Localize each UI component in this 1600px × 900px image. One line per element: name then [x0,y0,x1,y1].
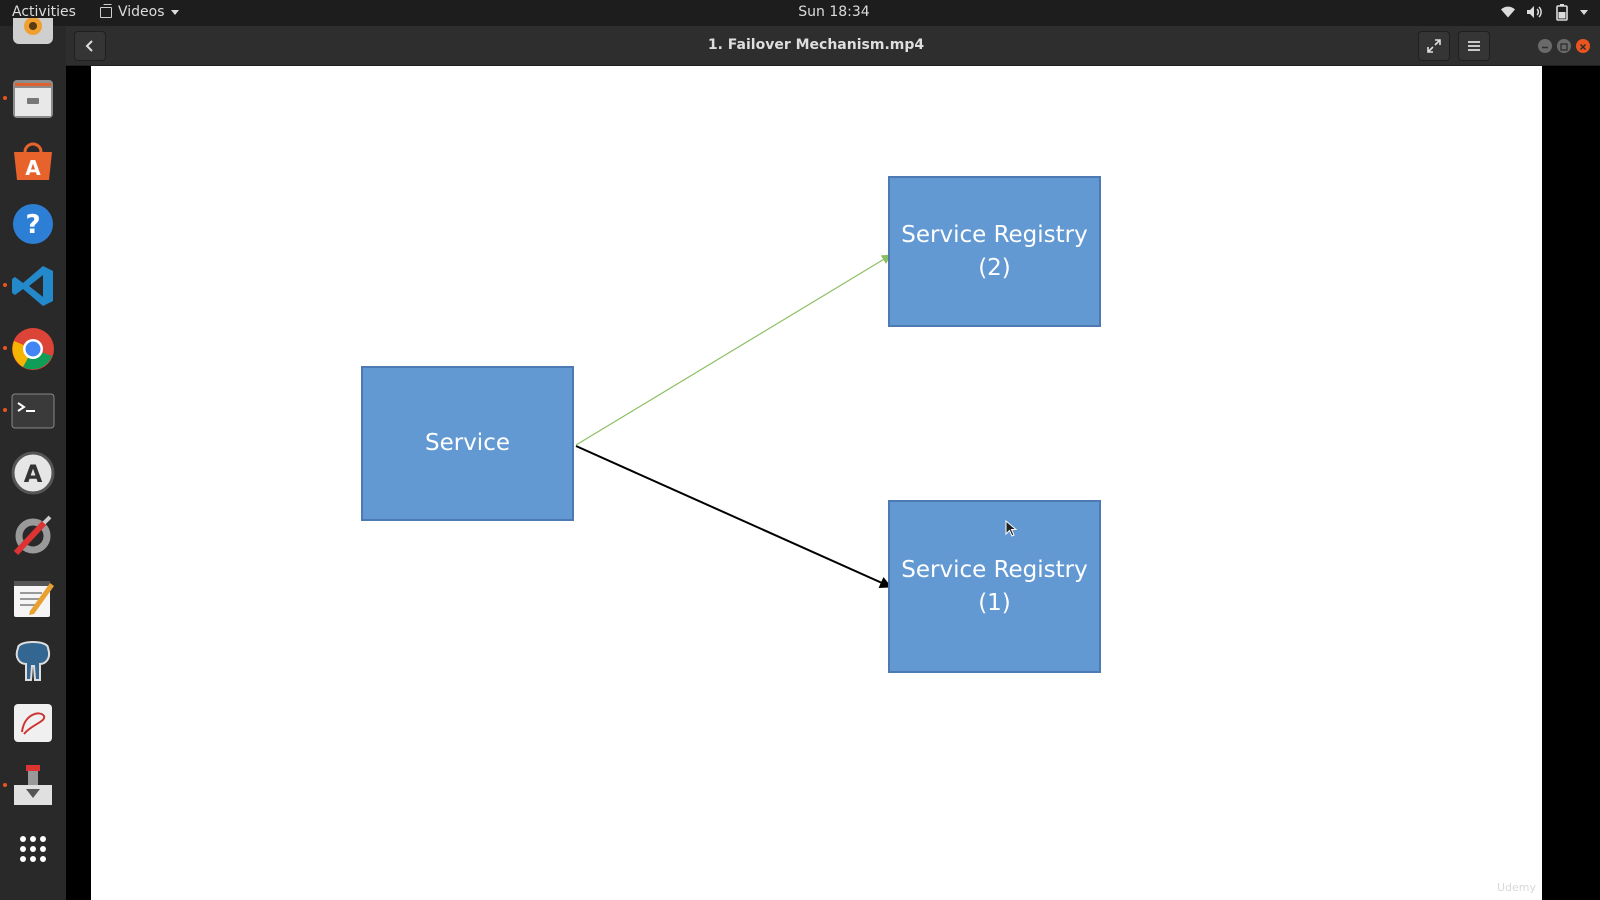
svg-text:A: A [24,460,43,488]
dock-item-document-viewer[interactable] [10,700,56,746]
dock-item-software-updater[interactable]: A [10,450,56,496]
clock[interactable]: Sun 18:34 [798,4,870,20]
svg-text:?: ? [25,210,40,240]
fullscreen-button[interactable] [1418,31,1450,61]
udemy-watermark: Udemy [1496,881,1536,894]
system-tray[interactable] [1500,3,1588,21]
service-box: Service [361,366,574,521]
ubuntu-software-icon: A [14,142,52,180]
menu-button[interactable] [1458,31,1490,61]
running-indicator [3,283,7,287]
registry-2-label: Service Registry [901,221,1088,248]
show-applications-button[interactable] [10,826,56,872]
videos-app-icon [100,6,112,18]
maximize-icon [1560,43,1568,51]
files-icon [13,80,53,118]
fullscreen-icon [1427,39,1441,53]
registry-2-number: (2) [978,254,1011,281]
vscode-icon [12,266,53,306]
chevron-down-icon [170,9,179,15]
wifi-icon [1500,4,1516,20]
minimize-icon [1542,46,1548,49]
top-bar: Activities Videos Sun 18:34 [0,0,1600,26]
running-indicator [3,408,7,412]
help-icon: ? [13,204,53,244]
chevron-left-icon [85,40,93,52]
hamburger-menu-icon [1468,41,1480,51]
maximize-button[interactable] [1557,39,1571,53]
service-registry-1-box: Service Registry (1) [888,500,1101,673]
pgadmin-elephant-icon [15,641,50,681]
installer-icon [14,765,52,805]
video-frame-slide: Service Service Registry (2) Service Reg… [91,66,1542,900]
running-indicator [3,783,7,787]
battery-icon [1554,3,1570,21]
back-button[interactable] [74,31,106,61]
video-player[interactable]: Service Service Registry (2) Service Reg… [66,66,1600,900]
close-button[interactable] [1576,39,1590,53]
document-viewer-icon [14,704,52,742]
arrow-service-to-registry-2 [575,254,892,446]
window-header-bar: 1. Failover Mechanism.mp4 [66,26,1600,66]
dock-item-pgadmin[interactable] [10,638,56,684]
app-menu-label: Videos [118,4,165,20]
running-indicator [3,96,7,100]
rhythmbox-icon [13,18,53,44]
app-menu[interactable]: Videos [100,4,179,20]
dock-item-text-editor[interactable] [10,575,56,621]
dock-item-vscode[interactable] [3,263,56,309]
service-label: Service [424,430,510,456]
volume-icon [1526,4,1544,20]
dock-item-ubuntu-software[interactable]: A [10,138,56,184]
dock-item-chrome[interactable] [3,326,56,372]
registry-1-label: Service Registry [901,556,1088,583]
activities-button[interactable]: Activities [12,4,76,20]
dock-item-installer[interactable] [3,763,56,809]
close-icon [1579,43,1587,51]
service-registry-2-box: Service Registry (2) [888,176,1101,327]
connector-arrows [575,254,892,588]
tray-menu-caret-icon [1580,9,1588,15]
window-title: 1. Failover Mechanism.mp4 [707,37,925,53]
software-updater-icon: A [11,451,55,495]
mouse-cursor-icon [1005,520,1017,537]
running-indicator [3,346,7,350]
minimize-button[interactable] [1538,39,1552,53]
dock-item-help[interactable]: ? [10,201,56,247]
app-grid-icon [20,836,46,862]
settings-tools-icon [13,515,52,556]
dock-item-rhythmbox[interactable] [10,18,56,64]
text-editor-icon [14,581,54,617]
dock-item-terminal[interactable] [3,388,56,434]
dock-item-settings-tools[interactable] [10,513,56,559]
terminal-icon [11,393,55,429]
dock-item-files[interactable] [3,76,56,122]
arrow-service-to-registry-1 [575,445,892,588]
registry-1-number: (1) [978,589,1011,616]
dock: A ? A [0,18,66,900]
chrome-icon [12,328,54,370]
svg-text:A: A [25,156,41,180]
